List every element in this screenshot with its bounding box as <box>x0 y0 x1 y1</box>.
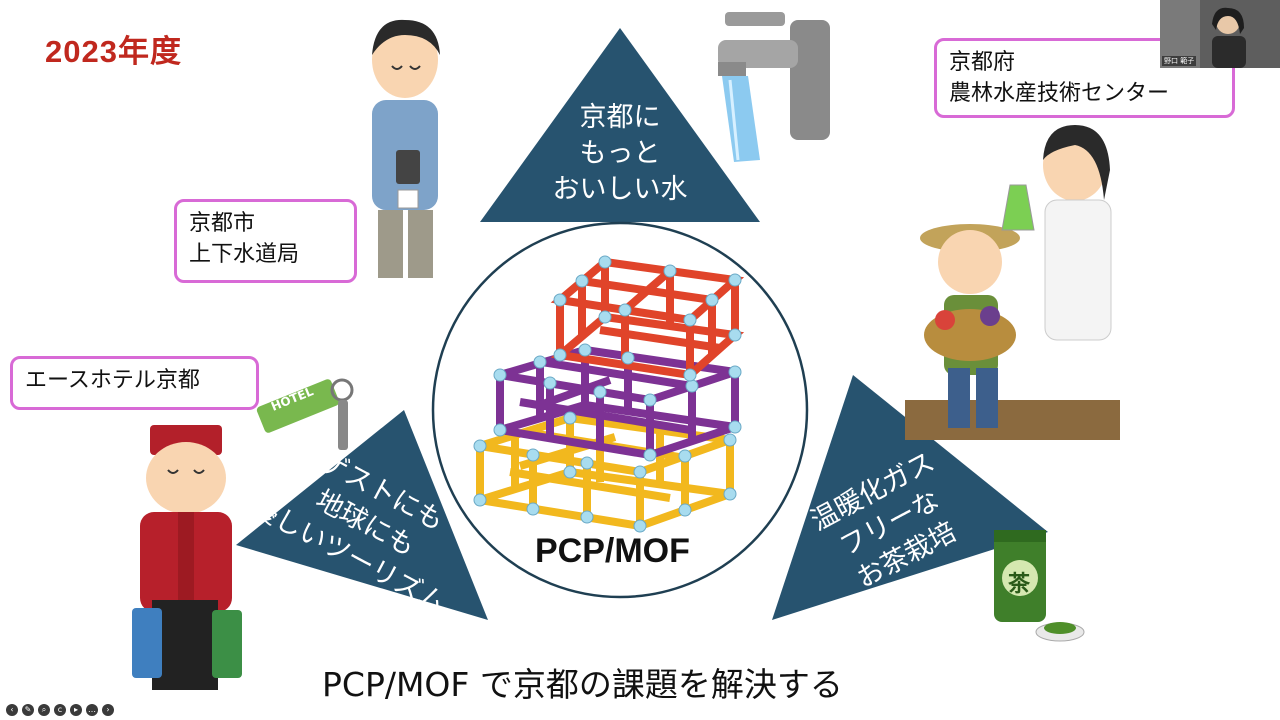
label-hotel: エースホテル京都 <box>10 356 259 410</box>
cc-icon[interactable]: c <box>54 704 66 716</box>
faucet-icon <box>718 12 830 162</box>
tea-can-label: 茶 <box>1008 572 1031 597</box>
tea-can-icon <box>994 530 1085 642</box>
water-worker-illustration <box>372 19 440 278</box>
webcam-name-label: 野口 範子 <box>1162 56 1197 66</box>
webcam-thumbnail[interactable]: 野口 範子 <box>1160 0 1280 68</box>
label-water-bureau: 京都市 上下水道局 <box>174 199 357 283</box>
left-triangle <box>236 410 488 620</box>
pen-icon[interactable]: ✎ <box>22 704 34 716</box>
farmer-scientist-illustration <box>905 125 1120 440</box>
next-icon[interactable]: › <box>102 704 114 716</box>
video-icon[interactable]: ▸ <box>70 704 82 716</box>
more-icon[interactable]: … <box>86 704 98 716</box>
center-label: PCP/MOF <box>535 532 690 570</box>
prev-icon[interactable]: ‹ <box>6 704 18 716</box>
presentation-toolbar: ‹ ✎ ⌕ c ▸ … › <box>6 704 114 716</box>
mof-lattice-icon <box>473 255 745 533</box>
right-triangle <box>772 375 1048 620</box>
bottom-title: PCP/MOF で京都の課題を解決する <box>322 665 843 704</box>
top-triangle-text: 京都に もっと おいしい水 <box>552 102 688 205</box>
year-heading: 2023年度 <box>45 34 182 69</box>
bellhop-illustration <box>132 425 242 690</box>
hotel-key-icon <box>256 378 354 450</box>
top-triangle <box>480 28 760 222</box>
zoom-icon[interactable]: ⌕ <box>38 704 50 716</box>
